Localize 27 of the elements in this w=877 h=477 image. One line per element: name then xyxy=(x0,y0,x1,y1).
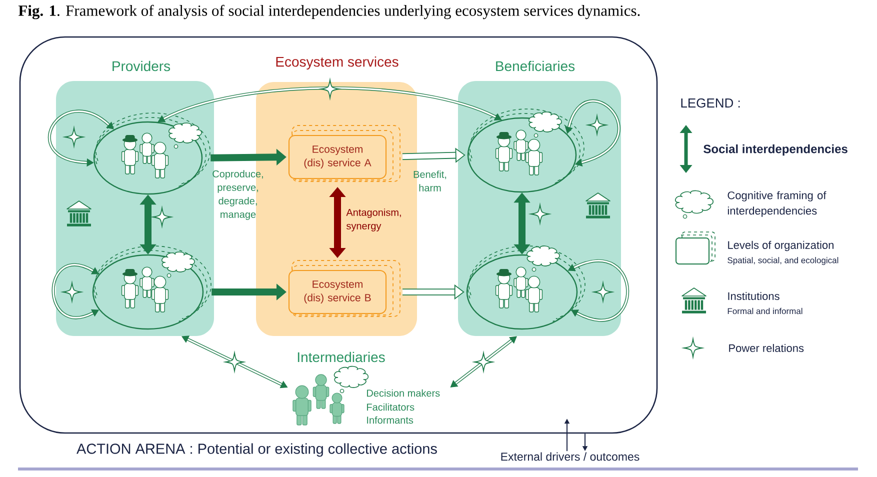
legend-text: Institutions xyxy=(728,292,780,300)
legend-text: Levels of organization xyxy=(728,240,834,252)
arena-frame xyxy=(19,36,658,434)
list-item: Facilitators xyxy=(367,403,414,411)
legend-text: Cognitive framing of interdependencies xyxy=(728,191,826,217)
arrow-caption: External drivers / outcomes xyxy=(501,452,640,461)
panel-heading: Providers xyxy=(112,60,170,72)
figure-title: Fig. 1. Framework of analysis of social interdependencies underlying ecosystem services dynamics. xyxy=(18,4,640,20)
edge-label: Coproduce, preserve, degrade, manage xyxy=(212,170,263,220)
edge-label: Antagonism, synergy xyxy=(346,208,401,232)
legend-text: Social interdependencies xyxy=(704,144,848,156)
legend-note: Formal and informal xyxy=(728,308,802,314)
panel-heading: Beneficiaries xyxy=(496,60,575,72)
double-line-arrow xyxy=(450,336,517,388)
legend-note: Spatial, social, and ecological xyxy=(728,257,838,265)
service-box: Ecosystem (dis) service B xyxy=(288,270,386,314)
double-line-arrow xyxy=(158,86,502,122)
service-box: Ecosystem (dis) service A xyxy=(288,135,386,179)
group-heading: Intermediaries xyxy=(298,352,385,362)
edge-label: Benefit, harm xyxy=(414,170,446,192)
list-item: Decision makers xyxy=(367,389,440,397)
list-item: Informants xyxy=(367,416,414,424)
double-line-arrow xyxy=(182,336,288,388)
arena-title: ACTION ARENA : Potential or existing collective actions xyxy=(76,443,437,457)
panel-heading: Ecosystem services xyxy=(276,56,398,70)
legend-text: Power relations xyxy=(729,344,804,352)
legend-heading: LEGEND : xyxy=(681,98,740,108)
